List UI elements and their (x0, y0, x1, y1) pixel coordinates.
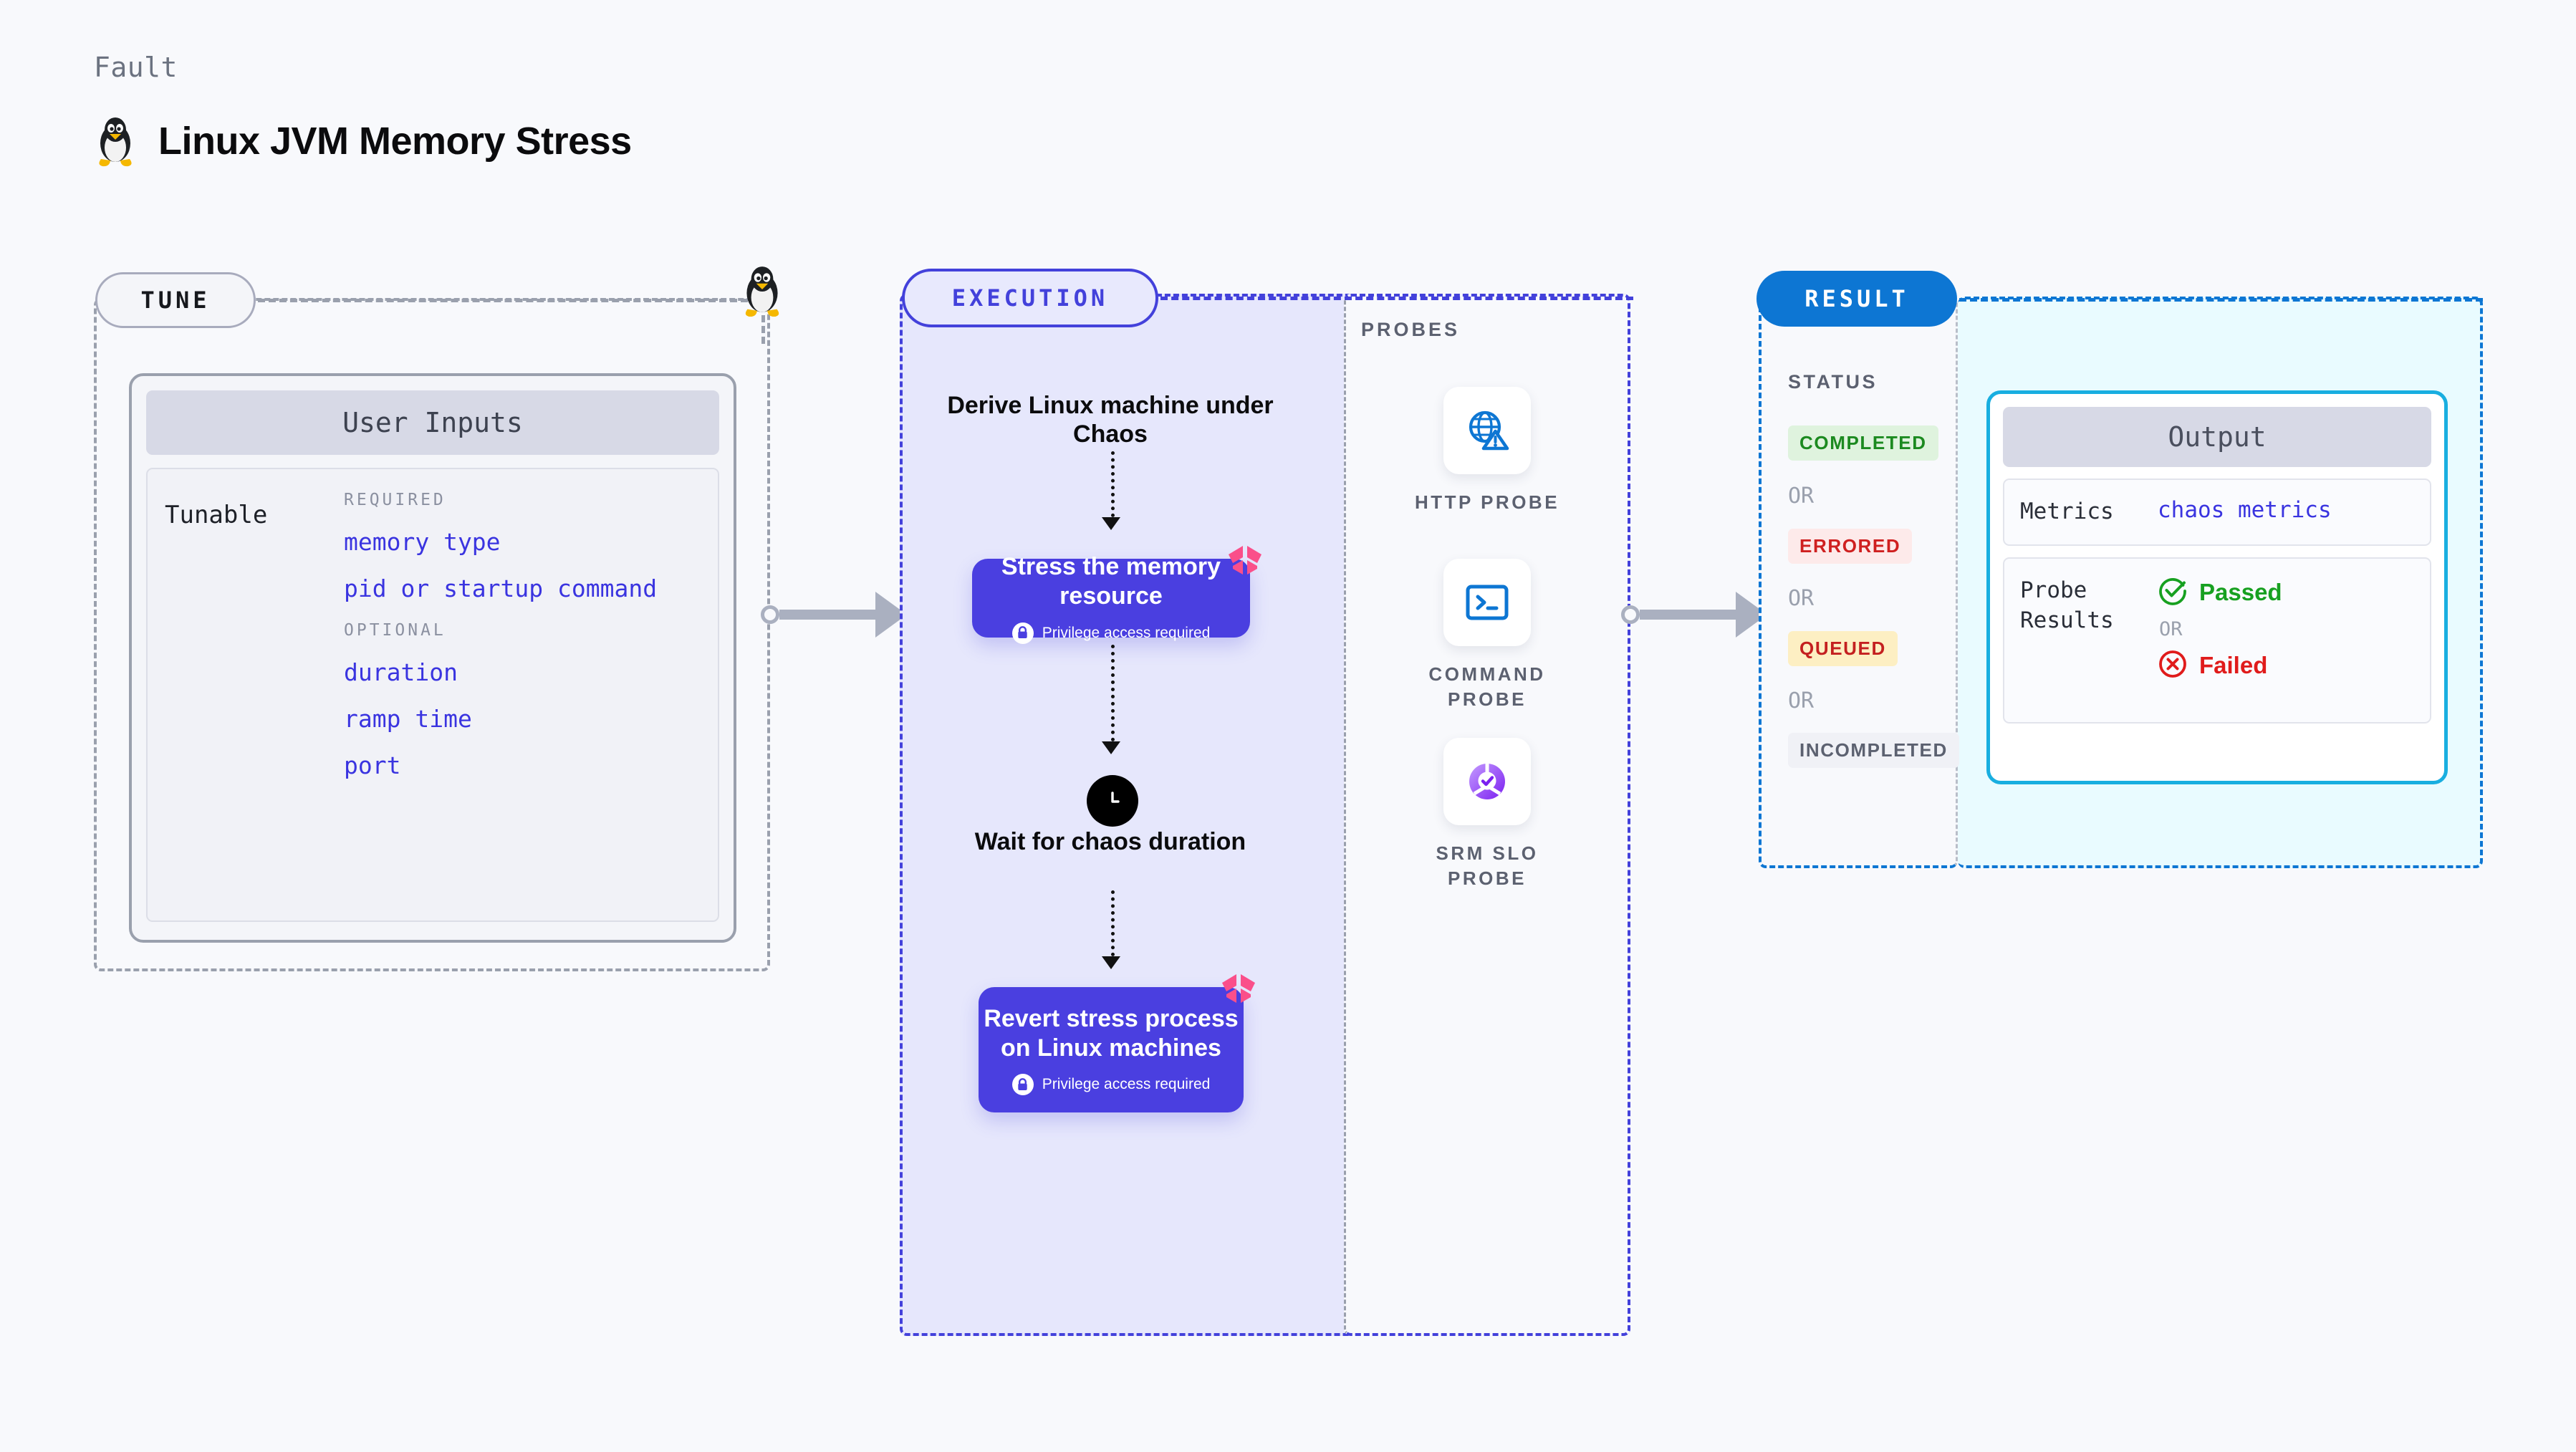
tunable-item-port[interactable]: port (344, 751, 401, 779)
probe-result-or: OR (2159, 617, 2183, 640)
output-probe-results-key: Probe Results (2020, 577, 2114, 633)
execution-arrow-3 (1102, 956, 1120, 969)
output-probe-results-row: Probe Results Passed OR (2003, 557, 2431, 723)
tunable-item-pid-or-startup-command[interactable]: pid or startup command (344, 574, 658, 602)
status-or-2: OR (1788, 586, 1815, 611)
linux-penguin-icon (94, 115, 137, 168)
output-metrics-row: Metrics chaos metrics (2003, 479, 2431, 546)
lock-icon (1011, 622, 1034, 644)
connector-execution-to-result (1621, 592, 1782, 638)
tune-pill[interactable]: TUNE (95, 272, 256, 328)
probe-http[interactable]: HTTP PROBE (1394, 387, 1580, 515)
execution-pill[interactable]: EXECUTION (902, 269, 1158, 327)
output-metrics-value[interactable]: chaos metrics (2158, 497, 2332, 523)
lock-icon (1011, 1074, 1034, 1096)
execution-node-revert-stress-label: Revert stress process on Linux machines (984, 1004, 1239, 1062)
execution-arrow-2 (1102, 741, 1120, 754)
probe-result-passed: Passed (2158, 576, 2282, 610)
output-metrics-key: Metrics (2020, 499, 2114, 524)
execution-node-stress-memory-label: Stress the memory resource (1001, 553, 1221, 610)
privilege-row-2: Privilege access required (1011, 1074, 1211, 1096)
clock-icon (1087, 775, 1138, 827)
status-or-1: OR (1788, 484, 1815, 509)
x-circle-icon (2158, 649, 2188, 683)
execution-step-wait-label: Wait for chaos duration (974, 828, 1246, 855)
status-or-3: OR (1788, 688, 1815, 713)
tunable-list: REQUIRED memory type pid or startup comm… (344, 491, 701, 899)
probes-title: PROBES (1361, 319, 1461, 340)
connector-dot-start-2 (1621, 605, 1640, 624)
page-title: Linux JVM Memory Stress (94, 115, 632, 168)
status-badge-queued: QUEUED (1788, 631, 1898, 666)
probe-results-values: Passed OR Failed (2158, 576, 2282, 705)
tunable-item-duration[interactable]: duration (344, 658, 458, 686)
required-group-label: REQUIRED (344, 491, 446, 509)
harness-logo-icon (1219, 971, 1258, 1011)
result-pill[interactable]: RESULT (1756, 271, 1957, 327)
connector-tune-to-execution (761, 592, 921, 638)
status-badge-completed: COMPLETED (1788, 425, 1938, 461)
result-lead-line (1959, 298, 2483, 302)
output-card-title: Output (2003, 407, 2431, 467)
probe-command[interactable]: COMMAND PROBE (1394, 559, 1580, 712)
user-inputs-title: User Inputs (146, 390, 719, 455)
globe-warning-icon (1443, 387, 1531, 474)
probe-result-passed-label: Passed (2199, 579, 2282, 606)
tune-linux-penguin-icon (740, 264, 784, 322)
tune-lead-drop (761, 315, 765, 344)
probe-srm-slo[interactable]: SRM SLO PROBE (1394, 738, 1580, 891)
check-circle-icon (2158, 576, 2188, 610)
status-badge-errored: ERRORED (1788, 529, 1913, 564)
user-inputs-card: User Inputs Tunable REQUIRED memory type… (129, 373, 736, 943)
tunable-label: Tunable (165, 501, 268, 529)
tune-lead-line (258, 299, 748, 302)
probe-http-label: HTTP PROBE (1414, 491, 1560, 513)
terminal-icon (1443, 559, 1531, 646)
probe-srm-slo-label: SRM SLO PROBE (1436, 842, 1539, 890)
privilege-row: Privilege access required (1011, 622, 1211, 644)
execution-lead-line (1160, 297, 1633, 300)
status-title: STATUS (1788, 371, 1878, 393)
execution-connector-2 (1111, 645, 1115, 741)
probe-result-failed: Failed (2158, 649, 2282, 683)
fault-kicker: Fault (94, 52, 178, 83)
page-title-text: Linux JVM Memory Stress (158, 120, 632, 163)
privilege-text-2: Privilege access required (1042, 1076, 1211, 1093)
connector-bar (779, 610, 875, 620)
status-badge-incompleted: INCOMPLETED (1788, 733, 1959, 768)
harness-logo-icon (1226, 543, 1264, 582)
connector-dot-start (761, 605, 779, 624)
execution-connector-3 (1111, 890, 1115, 956)
probe-command-label: COMMAND PROBE (1428, 663, 1546, 711)
execution-node-stress-memory[interactable]: Stress the memory resource Privilege acc… (972, 546, 1261, 644)
privilege-text: Privilege access required (1042, 624, 1211, 641)
tunable-item-memory-type[interactable]: memory type (344, 528, 501, 556)
tunable-item-ramp-time[interactable]: ramp time (344, 705, 472, 733)
connector-bar-2 (1640, 610, 1736, 620)
slo-gauge-icon (1443, 738, 1531, 825)
optional-group-label: OPTIONAL (344, 621, 446, 640)
execution-connector-1 (1111, 451, 1115, 517)
output-card: Output Metrics chaos metrics Probe Resul… (1986, 390, 2448, 784)
user-inputs-body: Tunable REQUIRED memory type pid or star… (146, 468, 719, 922)
execution-node-revert-stress[interactable]: Revert stress process on Linux machines … (979, 974, 1255, 1112)
execution-step-derive-label: Derive Linux machine under Chaos (947, 392, 1274, 448)
execution-arrow-1 (1102, 517, 1120, 530)
probe-result-failed-label: Failed (2199, 652, 2268, 679)
